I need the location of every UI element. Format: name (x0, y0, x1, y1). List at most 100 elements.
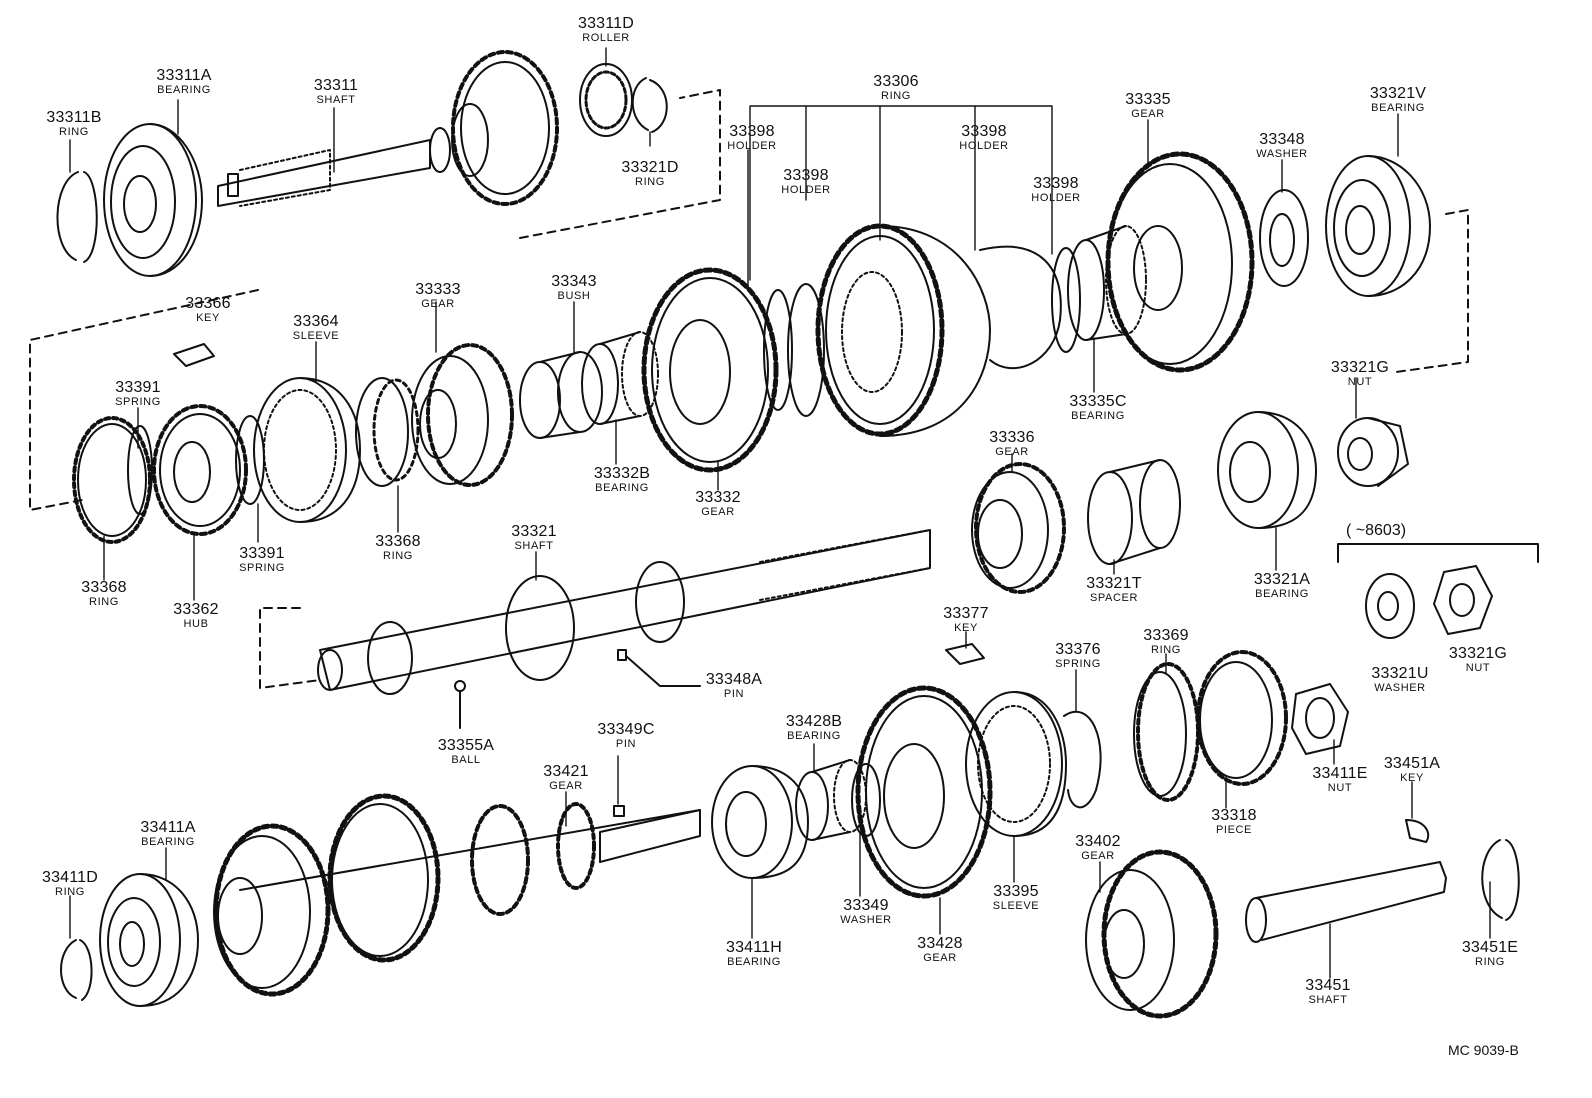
ring-33451E (1481, 839, 1520, 921)
shaft-33321 (317, 529, 931, 695)
key-33451A (1405, 819, 1430, 843)
ring-33369 (1133, 662, 1200, 802)
ring-33368-left (72, 416, 152, 544)
leader-dashed-right (1395, 209, 1469, 373)
spacer-33321T (1087, 459, 1181, 565)
ring-33368-mid (355, 377, 420, 487)
pin-33349C (613, 805, 625, 817)
ring-33321D (631, 77, 668, 133)
leader-dashed-left (29, 289, 259, 511)
ball-33355A (454, 680, 466, 729)
leader-dashed-shaft (259, 607, 321, 689)
bearing-33428B (795, 759, 867, 841)
gear-33332 (641, 267, 779, 473)
gear-33335 (1105, 151, 1255, 373)
washer-33348 (1259, 189, 1309, 287)
spring-33391-right (235, 415, 265, 505)
serial-range-note: ( ~8603) (1346, 522, 1407, 539)
washer-33321U (1365, 573, 1415, 639)
gear-33333 (411, 343, 514, 487)
bearing-33321A (1217, 411, 1317, 529)
leader-dashed-top (519, 89, 721, 239)
holder-33398-c (979, 245, 1062, 370)
key-33377 (945, 643, 985, 665)
piece-33318 (1196, 650, 1288, 786)
ring-33411D (60, 939, 93, 1001)
holder-33398-b (787, 283, 825, 417)
ring-33306 (815, 223, 991, 437)
washer-33349 (851, 763, 881, 837)
bracket-8603 (1337, 543, 1539, 563)
gear-33402 (1085, 849, 1219, 1019)
bearing-33321V (1325, 155, 1431, 297)
nut-33411E (1291, 683, 1349, 755)
bush-33343 (519, 351, 603, 439)
label-leaders (69, 47, 1491, 979)
holder-33398-a (763, 289, 793, 411)
bearing-33311A (103, 123, 203, 277)
roller-33311D (579, 63, 633, 137)
pin-33348A (617, 649, 701, 687)
diagram-code: MC 9039-B (1448, 1042, 1519, 1058)
sleeve-33364 (253, 377, 361, 523)
nut-33321G (1337, 417, 1409, 487)
spring-33376 (1063, 710, 1102, 809)
counter-gear-cluster (213, 793, 701, 997)
shaft-33451 (1245, 861, 1447, 943)
bearing-33411A (99, 873, 199, 1007)
ring-33311B (56, 171, 98, 263)
bearing-33332B (581, 331, 659, 425)
holder-33398-d (1051, 247, 1081, 353)
gear-33336 (971, 462, 1066, 594)
